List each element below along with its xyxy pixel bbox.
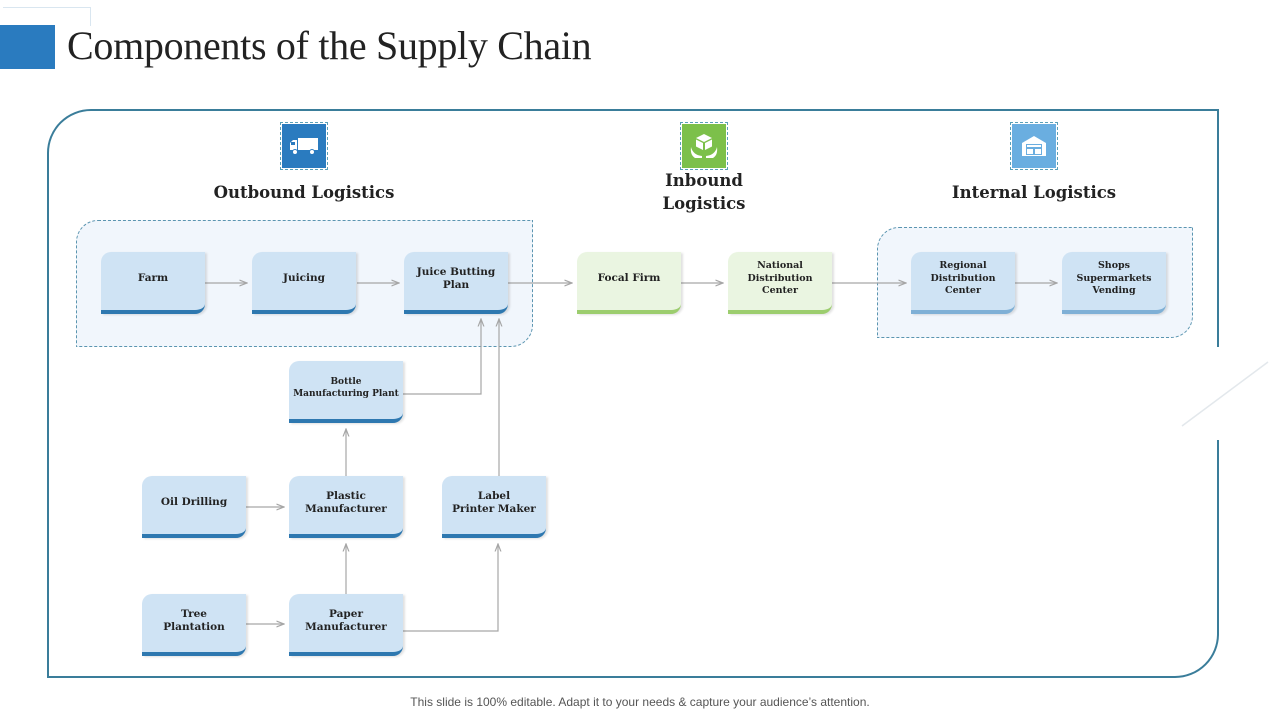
- label-line: Regional: [939, 260, 987, 272]
- inbound-heading-line2: Logistics: [662, 194, 746, 213]
- frame-gap: [1210, 347, 1226, 440]
- outbound-logistics-heading: Outbound Logistics: [213, 183, 395, 202]
- node-tree-plantation[interactable]: Tree Plantation: [142, 594, 246, 656]
- label-line: National: [757, 260, 803, 272]
- node-paper-manufacturer[interactable]: Paper Manufacturer: [289, 594, 403, 656]
- footer-note: This slide is 100% editable. Adapt it to…: [410, 695, 870, 709]
- label-line: Manufacturing Plant: [293, 389, 399, 399]
- node-juicing-label: Juicing: [283, 272, 325, 285]
- decorative-diagonal-line: [1181, 361, 1269, 427]
- node-focal-firm[interactable]: Focal Firm: [577, 252, 681, 314]
- node-oil-drilling[interactable]: Oil Drilling: [142, 476, 246, 538]
- inbound-heading-line1: Inbound: [665, 171, 743, 190]
- node-shops-label: Shops Supermarkets Vending: [1076, 260, 1151, 298]
- label-line: Shops: [1097, 260, 1131, 272]
- label-line: Plantation: [163, 621, 225, 633]
- node-regional-dc-label: Regional Distribution Center: [931, 260, 996, 298]
- node-plastic-mfr-label: Plastic Manufacturer: [305, 490, 387, 517]
- node-paper-mfr-label: Paper Manufacturer: [305, 608, 387, 635]
- node-farm-label: Farm: [137, 272, 169, 285]
- label-line: Paper: [329, 607, 363, 620]
- label-line: Bottle: [330, 377, 362, 387]
- label-line: Center: [945, 285, 981, 297]
- label-line: Manufacturer: [305, 503, 387, 515]
- edge-bottle-juicebutting: [403, 319, 481, 395]
- node-juice-butting-plan[interactable]: Juice Butting Plan: [404, 252, 508, 314]
- label-line: Distribution: [930, 272, 996, 284]
- edge-paper-label: [403, 544, 498, 632]
- page-title: Components of the Supply Chain: [67, 23, 592, 68]
- node-regional-distribution-center[interactable]: Regional Distribution Center: [911, 252, 1015, 314]
- label-line: Juice Butting: [416, 265, 496, 278]
- node-oil-drilling-label: Oil Drilling: [160, 496, 228, 509]
- label-line: Supermarkets: [1076, 272, 1152, 284]
- label-line: Vending: [1092, 285, 1136, 297]
- node-national-distribution-center[interactable]: National Distribution Center: [728, 252, 832, 314]
- title-accent-block: [0, 25, 55, 69]
- node-label-printer-maker[interactable]: Label Printer Maker: [442, 476, 546, 538]
- node-national-dc-label: National Distribution Center: [748, 260, 813, 298]
- node-bottle-manufacturing-plant[interactable]: Bottle Manufacturing Plant: [289, 361, 403, 423]
- node-label-printer-label: Label Printer Maker: [452, 490, 536, 517]
- label-line: Distribution: [747, 272, 813, 284]
- label-line: Manufacturer: [305, 621, 387, 633]
- inbound-logistics-heading: Inbound Logistics: [620, 169, 788, 215]
- node-focal-firm-label: Focal Firm: [597, 272, 661, 285]
- warehouse-icon: [1022, 136, 1046, 156]
- label-line: Plastic: [326, 489, 366, 502]
- label-line: Plan: [442, 279, 470, 291]
- title-decoration: [3, 7, 91, 26]
- node-farm[interactable]: Farm: [101, 252, 205, 314]
- node-shops-supermarkets-vending[interactable]: Shops Supermarkets Vending: [1062, 252, 1166, 314]
- node-bottle-plant-label: Bottle Manufacturing Plant: [293, 376, 399, 400]
- label-line: Center: [762, 285, 798, 297]
- node-juice-butting-plan-label: Juice Butting Plan: [417, 266, 496, 293]
- node-plastic-manufacturer[interactable]: Plastic Manufacturer: [289, 476, 403, 538]
- node-juicing[interactable]: Juicing: [252, 252, 356, 314]
- label-line: Printer Maker: [452, 503, 536, 515]
- node-tree-plantation-label: Tree Plantation: [163, 608, 224, 635]
- label-line: Tree: [181, 607, 207, 620]
- internal-logistics-heading: Internal Logistics: [951, 183, 1117, 202]
- box-in-hands-icon: [690, 134, 718, 158]
- internal-icon-box: [1010, 122, 1058, 170]
- truck-icon: [290, 138, 318, 155]
- label-line: Label: [477, 489, 511, 502]
- inbound-icon-box: [680, 122, 728, 170]
- outbound-icon-box: [280, 122, 328, 170]
